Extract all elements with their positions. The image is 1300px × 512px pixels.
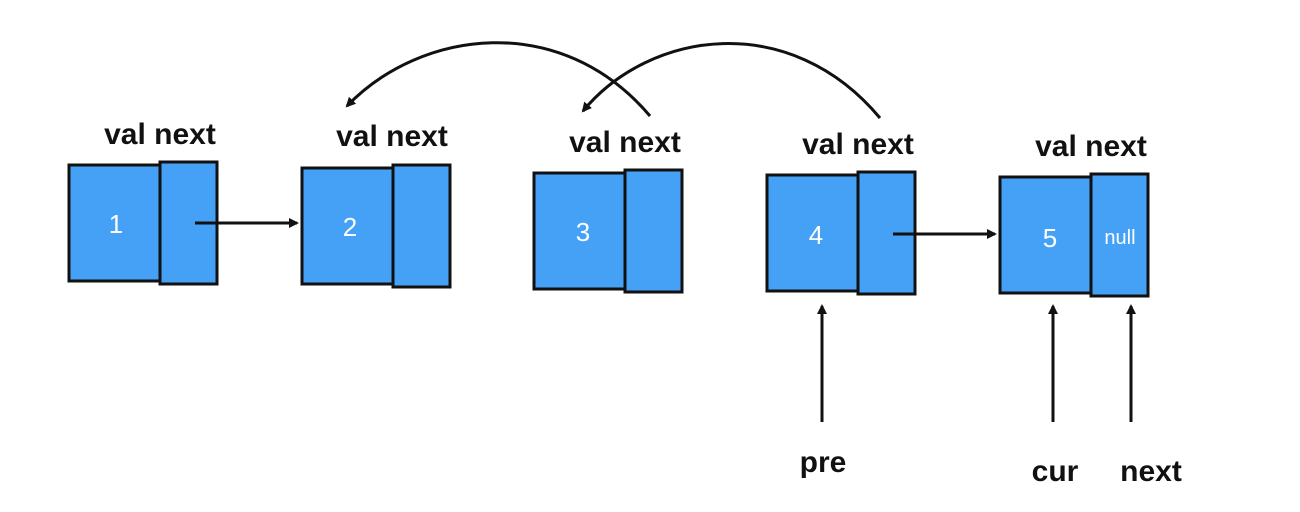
node-2-header: val next — [336, 120, 448, 153]
node-2-next-box — [391, 163, 452, 289]
node-4-value: 4 — [809, 220, 823, 250]
node-4-header: val next — [802, 128, 914, 161]
list-node-4: val next 4 — [765, 128, 917, 296]
curved-arrow-node3-to-node2 — [345, 41, 652, 117]
node-3-header: val next — [569, 126, 681, 159]
node-1-value: 1 — [109, 209, 123, 239]
node-1-val-box — [67, 163, 163, 283]
node-2-val-box — [300, 166, 396, 286]
list-node-2: val next 2 — [300, 120, 452, 289]
node-3-value: 3 — [576, 217, 590, 247]
list-node-3: val next 3 — [532, 126, 684, 294]
next-pointer-label: next — [1120, 455, 1182, 488]
node-5-value: 5 — [1043, 223, 1057, 253]
node-5-next-box — [1089, 172, 1150, 298]
cur-pointer-label: cur — [1032, 455, 1079, 488]
node-5-next-null: null — [1104, 227, 1135, 249]
pre-pointer-label: pre — [800, 446, 847, 479]
node-1-header: val next — [104, 118, 216, 151]
list-node-1: val next 1 — [67, 118, 219, 286]
node-3-next-box — [623, 168, 684, 294]
node-2-value: 2 — [343, 212, 357, 242]
curved-arrow-node4-to-node3 — [581, 42, 882, 119]
node-5-val-box — [998, 175, 1094, 295]
list-node-5: val next 5 null — [998, 130, 1150, 298]
node-5-header: val next — [1035, 130, 1147, 163]
node-4-val-box — [765, 173, 861, 293]
